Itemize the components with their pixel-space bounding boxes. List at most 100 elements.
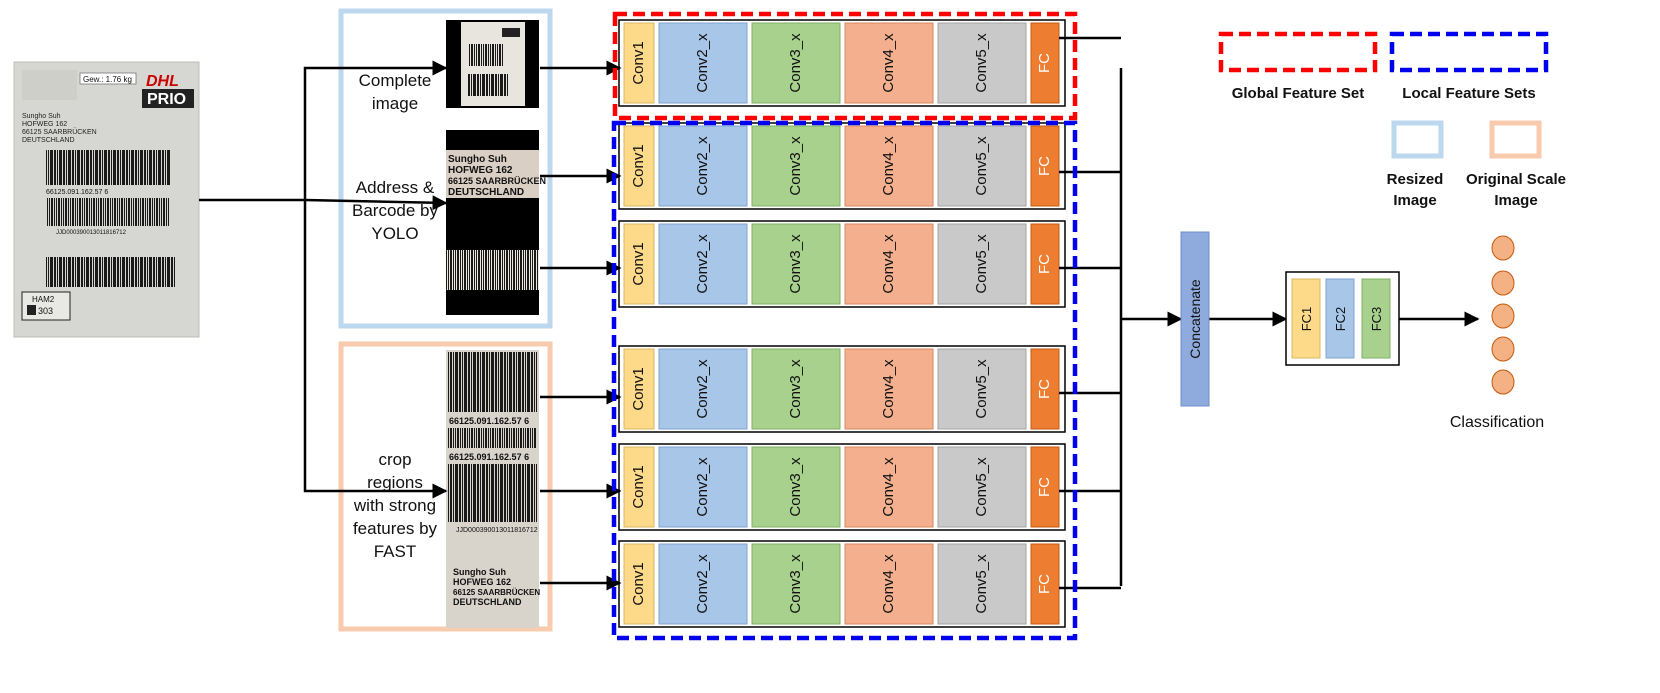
- block-conv3-x: [751, 543, 841, 625]
- block-label: Conv4_x: [880, 33, 897, 93]
- block-label: Conv2_x: [694, 234, 711, 294]
- block-conv4-x: [844, 348, 934, 430]
- block-label: Conv2_x: [694, 359, 711, 419]
- block-label: FC: [1036, 574, 1053, 594]
- label-complete-image: Complete: [359, 71, 432, 90]
- label-crop-regions: with strong: [353, 496, 436, 515]
- legend-global-label: Global Feature Set: [1232, 85, 1365, 102]
- block-conv2-x: [658, 22, 748, 104]
- svg-text:303: 303: [38, 306, 53, 316]
- fc1-label: FC1: [1299, 307, 1314, 332]
- legend-resized-label: Image: [1393, 192, 1436, 209]
- block-label: Conv4_x: [880, 554, 897, 614]
- address-barcode-thumb: Sungho Suh HOFWEG 162 66125 SAARBRÜCKEN …: [446, 130, 546, 315]
- block-conv1: [623, 446, 655, 528]
- block-label: FC: [1036, 254, 1053, 274]
- label-address-barcode: Barcode by: [352, 201, 438, 220]
- block-conv3-x: [751, 348, 841, 430]
- block-label: Conv3_x: [787, 359, 804, 419]
- block-conv4-x: [844, 223, 934, 305]
- legend-original-label: Original Scale: [1466, 171, 1566, 188]
- global-feature-frame: [612, 11, 1078, 121]
- svg-text:HOFWEG 162: HOFWEG 162: [22, 121, 67, 128]
- block-label: Conv3_x: [787, 457, 804, 517]
- parcel-address: Sungho Suh HOFWEG 162 66125 SAARBRÜCKEN …: [22, 113, 97, 144]
- output-neuron: [1491, 303, 1515, 329]
- svg-text:DEUTSCHLAND: DEUTSCHLAND: [453, 597, 522, 607]
- block-label: Conv3_x: [787, 554, 804, 614]
- svg-text:66125 SAARBRÜCKEN: 66125 SAARBRÜCKEN: [453, 588, 540, 597]
- fc2-label: FC2: [1333, 307, 1348, 332]
- block-label: Conv1: [630, 41, 647, 84]
- crop-regions-thumb: 66125.091.162.57 6 66125.091.162.57 6 JJ…: [446, 350, 540, 628]
- block-label: Conv2_x: [694, 33, 711, 93]
- block-label: Conv4_x: [880, 457, 897, 517]
- legend: Global Feature Set Local Feature Sets Re…: [1218, 31, 1566, 209]
- legend-resized-label: Resized: [1387, 171, 1444, 188]
- block-label: Conv1: [630, 242, 647, 285]
- svg-text:DEUTSCHLAND: DEUTSCHLAND: [448, 187, 524, 198]
- block-label: Conv3_x: [787, 33, 804, 93]
- block-label: Conv5_x: [973, 359, 990, 419]
- block-label: Conv1: [630, 562, 647, 605]
- block-label: Conv5_x: [973, 554, 990, 614]
- block-label: Conv1: [630, 367, 647, 410]
- svg-text:Sungho Suh: Sungho Suh: [453, 567, 506, 577]
- fc1-block: [1291, 278, 1321, 359]
- block-conv1: [623, 223, 655, 305]
- barcode-icon: [46, 257, 176, 287]
- local-feature-frame: [611, 120, 1078, 641]
- block-label: Conv2_x: [694, 136, 711, 196]
- label-address-barcode: Address &: [356, 178, 435, 197]
- carrier-logo: DHL: [146, 73, 179, 90]
- output-neuron: [1491, 336, 1515, 362]
- block-conv1: [623, 125, 655, 207]
- block-label: Conv4_x: [880, 136, 897, 196]
- svg-text:Sungho Suh: Sungho Suh: [448, 154, 507, 165]
- label-crop-regions: FAST: [374, 542, 417, 561]
- block-conv3-x: [751, 125, 841, 207]
- legend-local-swatch: [1389, 31, 1549, 73]
- block-conv4-x: [844, 446, 934, 528]
- legend-global-swatch: [1218, 31, 1378, 73]
- block-conv5-x: [937, 125, 1027, 207]
- label-complete-image: image: [372, 94, 418, 113]
- block-conv3-x: [751, 446, 841, 528]
- merge-connectors: [1119, 68, 1480, 586]
- label-address-barcode: YOLO: [371, 224, 418, 243]
- svg-text:66125 SAARBRÜCKEN: 66125 SAARBRÜCKEN: [448, 176, 546, 186]
- svg-text:JJD000390013011816712: JJD000390013011816712: [456, 527, 538, 534]
- block-conv2-x: [658, 348, 748, 430]
- label-crop-regions: regions: [367, 473, 423, 492]
- svg-text:JJD000390013011816712: JJD000390013011816712: [56, 230, 127, 236]
- block-conv4-x: [844, 125, 934, 207]
- block-label: Conv1: [630, 465, 647, 508]
- legend-resized-swatch: [1391, 120, 1444, 159]
- block-label: Conv5_x: [973, 33, 990, 93]
- svg-text:HAM2: HAM2: [32, 295, 55, 304]
- block-conv1: [623, 348, 655, 430]
- block-conv1: [623, 543, 655, 625]
- svg-text:66125.091.162.57 6: 66125.091.162.57 6: [46, 189, 108, 196]
- output-neurons: [1491, 235, 1515, 395]
- block-conv4-x: [844, 543, 934, 625]
- service-label: PRIO: [147, 91, 186, 108]
- block-conv5-x: [937, 543, 1027, 625]
- block-label: FC: [1036, 379, 1053, 399]
- output-neuron: [1491, 270, 1515, 296]
- svg-text:66125.091.162.57 6: 66125.091.162.57 6: [449, 416, 529, 426]
- svg-text:Sungho Suh: Sungho Suh: [22, 113, 61, 120]
- block-fc: [1030, 446, 1060, 528]
- label-crop-regions: features by: [353, 519, 438, 538]
- output-neuron: [1491, 235, 1515, 261]
- barcode-icon: [46, 150, 170, 185]
- svg-text:66125.091.162.57 6: 66125.091.162.57 6: [449, 452, 529, 462]
- block-conv4-x: [844, 22, 934, 104]
- input-connectors: [199, 60, 448, 499]
- block-label: Conv4_x: [880, 234, 897, 294]
- block-conv3-x: [751, 223, 841, 305]
